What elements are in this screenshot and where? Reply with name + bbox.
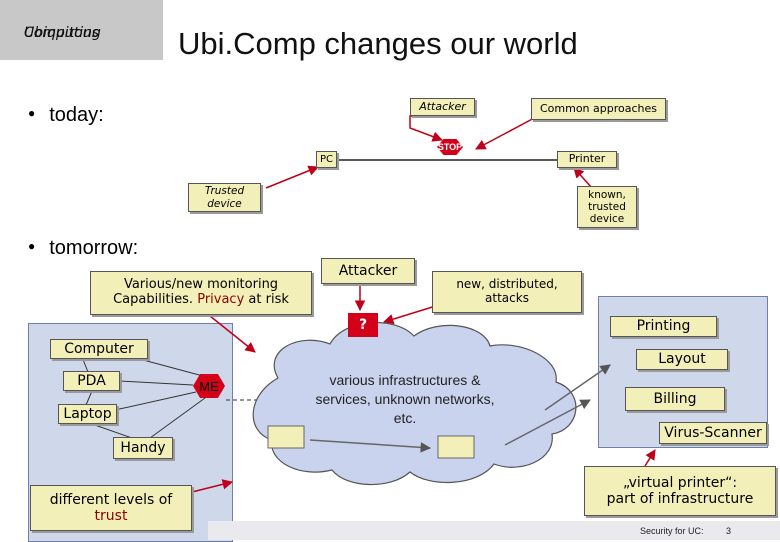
virtual-printer-box: „virtual printer“: part of infrastructur… <box>584 466 776 516</box>
virtual-line-2: part of infrastructure <box>606 491 754 507</box>
known-trusted-device-box: known, trusted device <box>577 186 637 228</box>
printing-box: Printing <box>610 316 717 337</box>
known-device-arrow <box>573 167 593 189</box>
footer-label: Security for UC: <box>640 526 704 536</box>
virus-scanner-box: Virus-Scanner <box>659 422 767 444</box>
virtual-line-1: „virtual printer“: <box>622 474 738 491</box>
trust-arrow <box>191 479 234 493</box>
common-approaches-box: Common approaches <box>531 98 666 120</box>
laptop-me-link <box>114 391 197 411</box>
stop-sign-icon: STOP <box>437 139 463 155</box>
monitoring-box: Various/new monitoring Capabilities. Pri… <box>90 271 312 315</box>
known-device-line-1: known, <box>588 188 626 201</box>
trust-levels-box: different levels of trust <box>30 485 192 531</box>
pda-box: PDA <box>63 371 120 391</box>
pc-box: PC <box>316 151 337 168</box>
virtual-printer-arrow <box>644 449 656 467</box>
billing-box: Billing <box>625 387 725 411</box>
attacks-line-2: attacks <box>485 291 529 305</box>
known-device-line-3: device <box>589 213 625 226</box>
cloud-line-1: various infrastructures & <box>329 372 481 388</box>
handy-box: Handy <box>113 437 173 459</box>
cloud-line-3: etc. <box>393 410 417 426</box>
logo-line-1: Ubiquitous <box>24 25 99 41</box>
known-device-line-2: trusted <box>588 200 626 213</box>
trusted-device-line-2: device <box>207 197 242 210</box>
approaches-arrow <box>475 115 539 150</box>
distributed-attacks-box: new, distributed, attacks <box>432 271 582 313</box>
cloud-shape <box>252 321 577 486</box>
handy-me-link <box>149 397 206 439</box>
slide-title: Ubi.Comp changes our world <box>178 26 578 61</box>
trusted-device-box: Trusted device <box>188 183 261 212</box>
trust-line-1: different levels of <box>49 491 173 508</box>
attacker-box-today: Attacker <box>410 98 475 116</box>
computer-box: Computer <box>50 339 148 359</box>
cloud-label: various infrastructures & services, unkn… <box>300 371 510 428</box>
question-mark-icon: ? <box>348 313 378 337</box>
laptop-box: Laptop <box>58 404 117 424</box>
monitoring-line-1: Various/new monitoring <box>123 277 279 293</box>
page-number: 3 <box>726 526 732 536</box>
attacks-line-1: new, distributed, <box>456 277 558 292</box>
bullet-today: ●today: <box>28 104 104 126</box>
computer-me-link <box>131 356 204 377</box>
bullet-tomorrow-label: tomorrow: <box>49 237 139 259</box>
footer-bar <box>208 521 780 540</box>
laptop-handy-link <box>91 423 133 439</box>
pda-me-link <box>119 380 194 386</box>
privacy-highlight: Privacy <box>197 292 245 307</box>
course-logo: Ubiquitous Computing <box>0 0 163 60</box>
bullet-today-label: today: <box>49 104 104 126</box>
bullet-tomorrow: ●tomorrow: <box>28 237 139 259</box>
monitoring-line-2c: at risk <box>248 292 289 307</box>
layout-box: Layout <box>636 349 728 370</box>
pda-laptop-link <box>85 390 93 406</box>
monitoring-arrow <box>204 311 256 353</box>
printer-box: Printer <box>557 151 617 168</box>
trusted-device-line-1: Trusted <box>204 185 245 198</box>
attacker-arrow <box>409 115 443 142</box>
logo-line-2: Computing <box>24 25 101 41</box>
trusted-device-arrow <box>265 165 319 189</box>
cloud-line-2: services, unknown networks, <box>315 391 495 407</box>
attacker-box-tomorrow: Attacker <box>321 258 415 284</box>
trust-highlight: trust <box>94 508 128 524</box>
me-node: ME <box>193 374 225 398</box>
monitoring-line-2a: Capabilities. <box>113 292 194 307</box>
computer-pda-link <box>81 356 89 373</box>
